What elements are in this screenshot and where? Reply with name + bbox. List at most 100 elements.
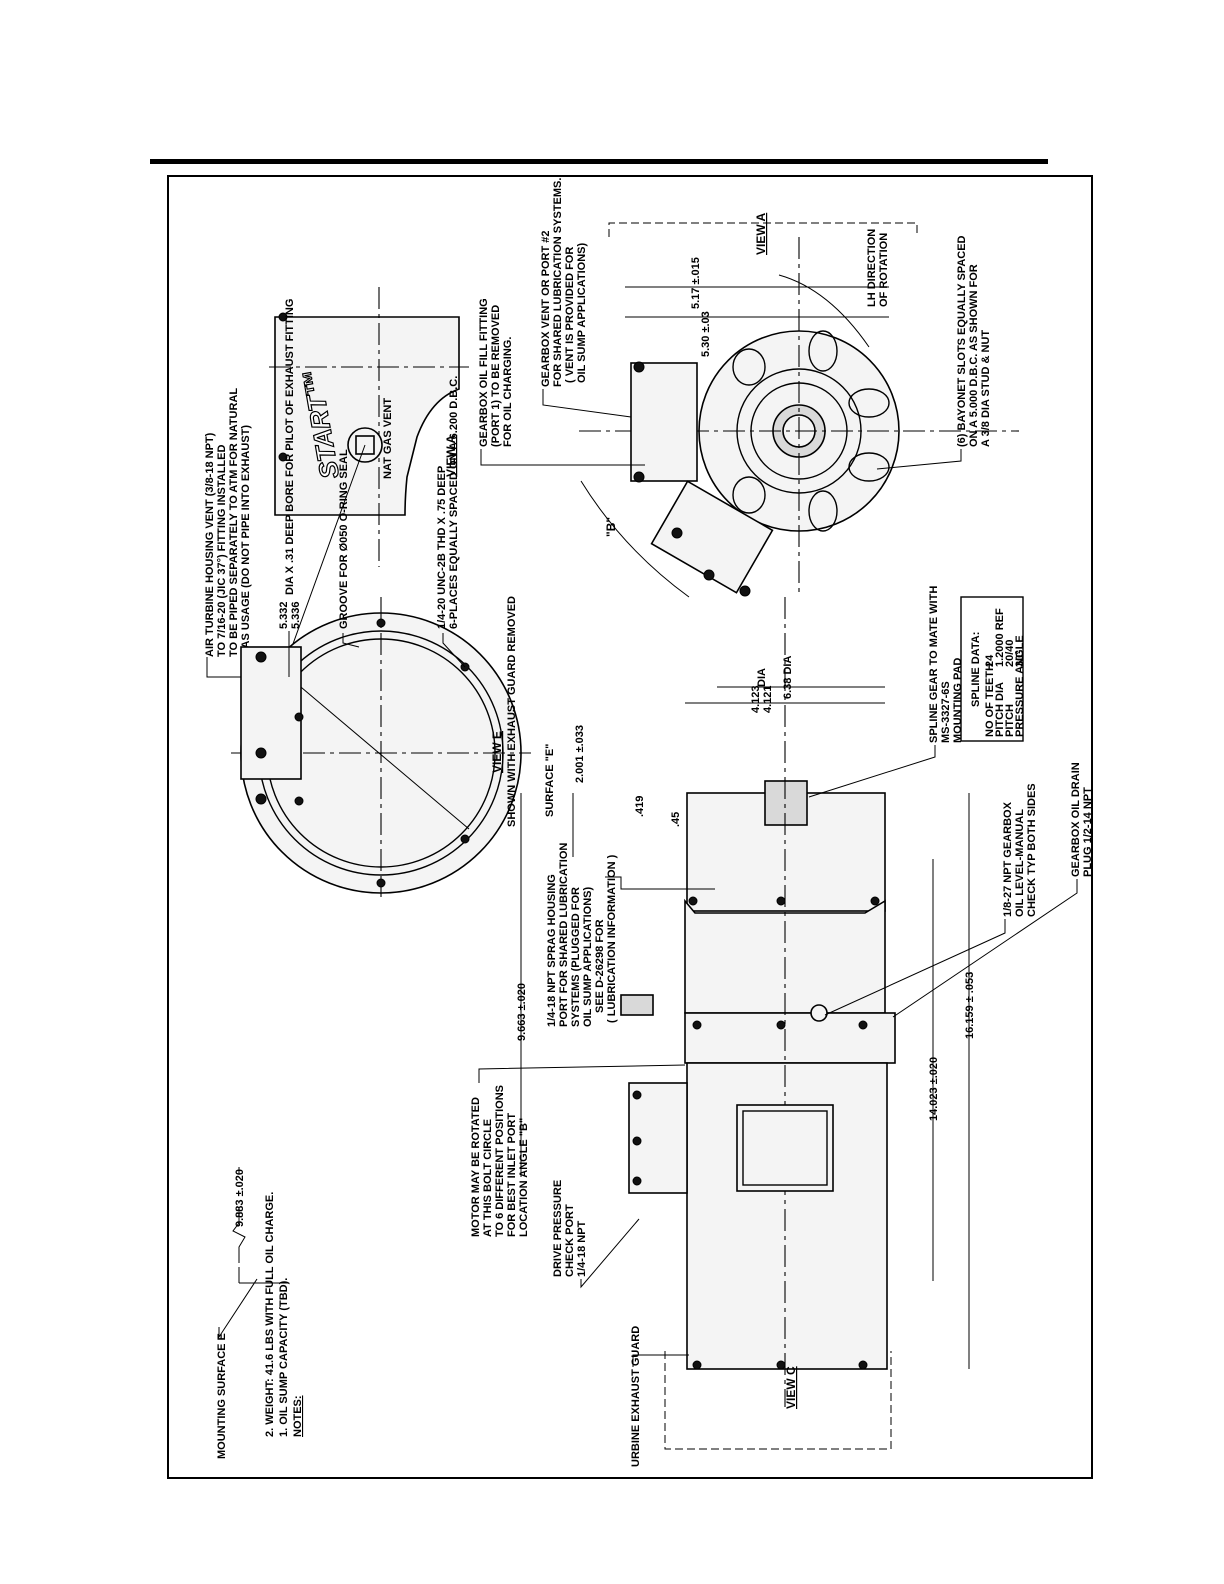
spline-data-box — [960, 596, 1024, 742]
sprag-line-2: PORT FOR SHARED LUBRICATION — [558, 843, 570, 1027]
side-bolt — [632, 1090, 642, 1100]
end-inlet-block — [650, 480, 774, 594]
end-bolt — [703, 569, 715, 581]
bayonet-line-1: (6) BAYONET SLOTS EQUALLY SPACED — [956, 235, 968, 447]
drive-pressure-note: DRIVE PRESSURE CHECK PORT 1/4-18 NPT — [552, 1180, 640, 1289]
view-a-arrow-label: VIEW A — [754, 212, 768, 255]
spline-mate-3: MOUNTING PAD — [952, 658, 964, 743]
view-e-label: VIEW E — [490, 731, 504, 773]
view-e-hole — [460, 834, 470, 844]
header-rule — [150, 159, 1048, 164]
notes-heading: NOTES: — [292, 1395, 304, 1437]
mounting-surface: MOUNTING SURFACE E 9.883 ±.020 — [216, 1167, 289, 1459]
groove-note: GROOVE FOR Ø050 O-RING SEAL — [338, 449, 350, 629]
bayonet-slot — [848, 452, 890, 482]
view-a-arrows — [608, 222, 918, 237]
view-c-label: VIEW C — [784, 1366, 798, 1409]
air-vent-line-3: TO BE PIPED SEPARATELY TO ATM FOR NATURA… — [228, 388, 240, 657]
view-a-bolt — [278, 312, 288, 322]
dim-dia: DIA — [756, 668, 768, 687]
spline-row-label: PITCH DIA — [994, 682, 1006, 737]
engineering-drawing: NOTES: 1. OIL SUMP CAPACITY (TBD). 2. WE… — [204, 178, 1091, 1467]
view-a-label: VIEW A — [444, 434, 458, 477]
level-line-3: CHECK TYP BOTH SIDES — [1026, 783, 1038, 917]
side-spline — [764, 780, 808, 826]
bore-note: DIA X .31 DEEP BORE FOR PILOT OF EXHAUST… — [284, 299, 296, 595]
motor-line-3: TO 6 DIFFERENT POSITIONS — [494, 1085, 506, 1237]
turbine-guard-note: URBINE EXHAUST GUARD — [630, 1326, 689, 1467]
drawing-frame: NOTES: 1. OIL SUMP CAPACITY (TBD). 2. WE… — [167, 175, 1093, 1479]
oil-fill-note: GEARBOX OIL FILL FITTING (PORT 1) TO BE … — [478, 298, 645, 466]
view-e-bolt — [294, 712, 304, 722]
side-bolt — [692, 1020, 702, 1030]
motor-rotate-note: MOTOR MAY BE ROTATED AT THIS BOLT CIRCLE… — [470, 1064, 686, 1237]
level-line-1: 1/8-27 NPT GEARBOX — [1002, 801, 1014, 917]
sprag-line-1: 1/4-18 NPT SPRAG HOUSING — [546, 874, 558, 1027]
dim-517: 5.17 ±.015 — [690, 257, 702, 309]
end-bolt — [633, 471, 645, 483]
bayonet-slot — [848, 388, 890, 418]
sprag-note: 1/4-18 NPT SPRAG HOUSING PORT FOR SHARED… — [546, 843, 715, 1027]
surface-e: SURFACE "E" — [544, 744, 556, 817]
dim-4121: 4.121 — [762, 685, 774, 713]
spline-note: SPLINE GEAR TO MATE WITH MS-3327-6S MOUN… — [808, 586, 1026, 798]
side-bolt — [870, 896, 880, 906]
sprag-line-4: OIL SUMP APPLICATIONS) — [582, 887, 594, 1027]
drain-line-1: GEARBOX OIL DRAIN — [1070, 762, 1082, 877]
view-e-sub: SHOWN WITH EXHAUST GUARD REMOVED — [506, 596, 518, 827]
motor-leader — [478, 1064, 686, 1083]
side-bolt — [858, 1020, 868, 1030]
end-gearbox-block — [630, 362, 698, 482]
angle-b-arc — [580, 480, 690, 598]
spline-mate-1: SPLINE GEAR TO MATE WITH — [928, 586, 940, 743]
level-leader — [824, 919, 1006, 1016]
spline-mate-2: MS-3327-6S — [940, 681, 952, 743]
view-c-arrows — [664, 1351, 892, 1450]
side-bolt — [776, 1020, 786, 1030]
vent-line-1: GEARBOX VENT OR PORT #2 — [540, 231, 552, 387]
end-bolt — [633, 361, 645, 373]
dim-4123: 4.123 — [750, 685, 762, 713]
note-1: 1. OIL SUMP CAPACITY (TBD). — [278, 1278, 290, 1437]
gearbox-vent-note: GEARBOX VENT OR PORT #2 FOR SHARED LUBRI… — [540, 178, 632, 418]
thread-note-2: 6-PLACES EQUALLY SPACED ON A 6.200 D.B.C… — [448, 376, 460, 629]
spline-title: SPLINE DATA: — [970, 632, 982, 707]
view-e-bolt — [255, 747, 267, 759]
view-a-housing-final — [274, 316, 460, 516]
dim-14023: 14.023 ±.020 — [928, 1057, 940, 1121]
thread-leader — [442, 633, 466, 668]
fill-line-1: GEARBOX OIL FILL FITTING — [478, 298, 490, 447]
dim-419: .419 — [634, 796, 646, 817]
angle-b: "B" — [604, 517, 618, 537]
dim-9883: 9.883 ±.020 — [234, 1169, 246, 1227]
bayonet-slot — [808, 490, 838, 532]
side-bolt — [632, 1136, 642, 1146]
spline-row-value: 1.2000 REF — [994, 608, 1006, 667]
side-oil-level — [810, 1004, 828, 1022]
view-e-hole — [376, 618, 386, 628]
rotation-arc — [778, 274, 870, 348]
vent-leader — [542, 389, 632, 418]
air-vent-line-2: TO 7/16-20 (JIC 37°) FITTING INSTALLED — [216, 445, 228, 657]
notes-block: NOTES: 1. OIL SUMP CAPACITY (TBD). 2. WE… — [264, 1192, 304, 1437]
view-a-bolt — [278, 452, 288, 462]
end-bolt — [671, 527, 683, 539]
side-sprag-fitting — [620, 994, 654, 1016]
side-view: 9.663 ±.020 2.001 ±.033 SURFACE "E" .419… — [470, 586, 1091, 1467]
dim-16159: 16.159 ± .053 — [964, 972, 976, 1039]
bayonet-line-3: A 3/8 DIA STUD & NUT — [980, 330, 992, 447]
view-e-bore-note: 5.332 5.336 DIA X .31 DEEP BORE FOR PILO… — [278, 299, 302, 677]
drive-line-1: DRIVE PRESSURE — [552, 1180, 564, 1277]
dim-9883-break — [232, 1207, 246, 1263]
view-e: VIEW E SHOWN WITH EXHAUST GUARD REMOVED … — [231, 299, 531, 897]
spline-row-label: NO OF TEETH — [984, 663, 996, 737]
view-e-dia-line — [288, 676, 470, 830]
motor-line-4: FOR BEST INLET PORT — [506, 1113, 518, 1237]
view-e-bolt — [255, 651, 267, 663]
side-bolt — [692, 1360, 702, 1370]
bayonet-slot — [808, 330, 838, 372]
spline-leader — [808, 745, 936, 798]
spline-row-label: PRESSURE ANGLE — [1014, 635, 1026, 737]
side-bolt — [632, 1176, 642, 1186]
side-nameplate-inner — [742, 1110, 828, 1186]
